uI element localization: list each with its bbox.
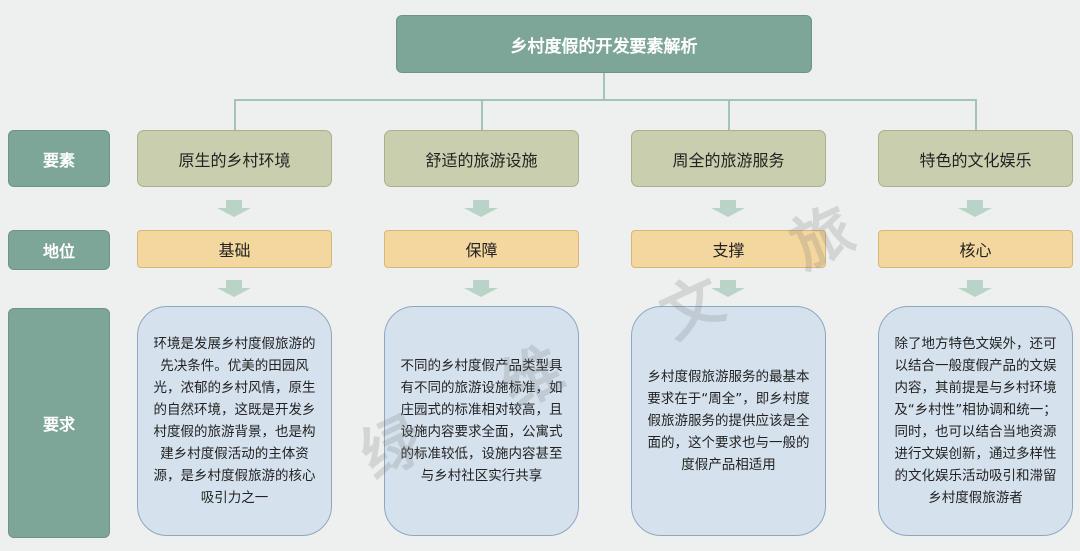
element-box: 原生的乡村环境 [137, 130, 332, 187]
requirement-box: 不同的乡村度假产品类型具有不同的旅游设施标准，如庄园式的标准相对较高，且设施内容… [384, 306, 579, 536]
connector-bar [234, 99, 976, 101]
row-label-position: 地位 [8, 230, 110, 270]
element-box: 舒适的旅游设施 [384, 130, 579, 187]
connector-branch [481, 99, 483, 130]
requirement-box: 除了地方特色文娱外，还可以结合一般度假产品的文娱内容，其前提是与乡村环境及“乡村… [878, 306, 1073, 536]
connector-trunk [603, 73, 605, 100]
connector-branch [234, 99, 236, 130]
position-box: 保障 [384, 230, 579, 268]
requirement-box: 乡村度假旅游服务的最基本要求在于“周全”，即乡村度假旅游服务的提供应该是全面的，… [631, 306, 826, 536]
element-box: 特色的文化娱乐 [878, 130, 1073, 187]
connector-branch [975, 99, 977, 130]
position-box: 基础 [137, 230, 332, 268]
connector-branch [728, 99, 730, 130]
position-box: 核心 [878, 230, 1073, 268]
watermark: 旅 [780, 194, 865, 283]
diagram-title: 乡村度假的开发要素解析 [396, 15, 812, 73]
row-label-elements: 要素 [8, 130, 110, 187]
position-box: 支撑 [631, 230, 826, 268]
row-label-requirements: 要求 [8, 308, 110, 538]
element-box: 周全的旅游服务 [631, 130, 826, 187]
requirement-box: 环境是发展乡村度假旅游的先决条件。优美的田园风光，浓郁的乡村风情，原生的自然环境… [137, 306, 332, 536]
